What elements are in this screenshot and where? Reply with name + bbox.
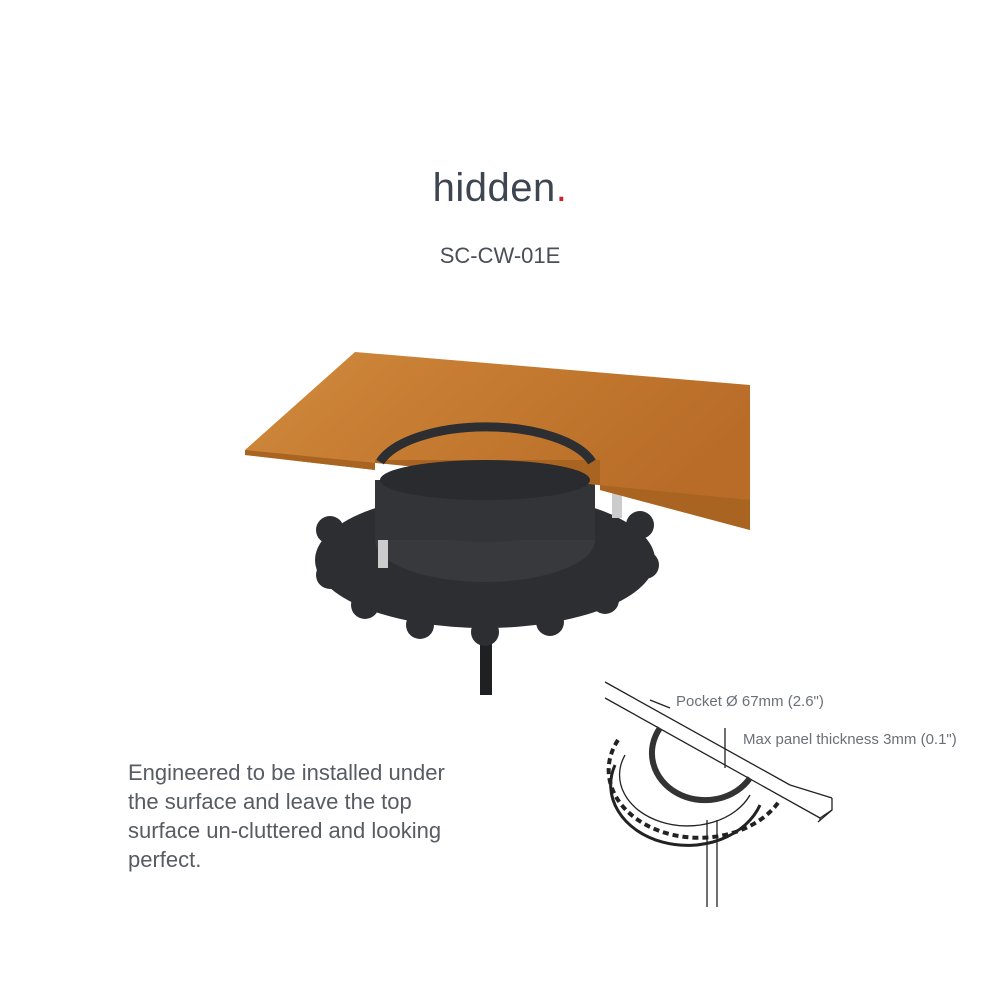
installation-diagram [604, 681, 833, 907]
panel-thickness-label: Max panel thickness 3mm (0.1") [743, 731, 957, 748]
model-number: SC-CW-01E [439, 243, 561, 268]
description-text: Engineered to be installed under the sur… [128, 760, 445, 872]
title-dot: . [555, 166, 568, 210]
page-title: hidden. [0, 166, 1000, 211]
title-text: hidden [432, 166, 556, 210]
pocket-diameter-label: Pocket Ø 67mm (2.6") [676, 693, 824, 710]
